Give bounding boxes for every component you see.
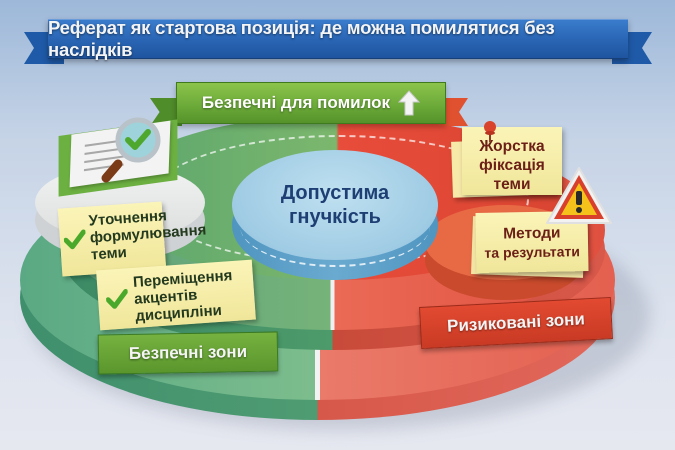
- center-dashed-edge: [240, 185, 430, 267]
- risk-note-1-line2: фіксація: [479, 157, 545, 174]
- safe-note-2: Переміщення акцентів дисципліни: [96, 259, 256, 331]
- warning-icon: [546, 167, 612, 224]
- safe-zones-label: Безпечні зони: [97, 331, 279, 375]
- safe-zones-text: Безпечні зони: [128, 341, 248, 364]
- magnifier-check-icon: [101, 117, 161, 183]
- risk-note-1-line3: теми: [493, 176, 531, 193]
- risk-note-1-line1: Жорстка: [479, 138, 545, 155]
- safe-for-mistakes-label: Безпечні для помилок: [201, 93, 391, 112]
- risk-note-1: Жорстка фіксація теми: [462, 127, 562, 195]
- safe-for-mistakes-banner: Безпечні для помилок: [176, 82, 446, 124]
- safe-note-1: Уточнення формулювання теми: [57, 201, 207, 277]
- risk-zones-text: Ризиковані зони: [446, 309, 586, 336]
- page-title: Реферат як стартова позиція: де можна по…: [48, 17, 555, 60]
- up-arrow-icon: [398, 90, 421, 116]
- pushpin-icon: [484, 121, 496, 142]
- check-icon: [105, 289, 129, 309]
- risk-note-2-line2: та результати: [484, 243, 581, 261]
- check-icon: [63, 229, 86, 250]
- title-banner: Реферат як стартова позиція: де можна по…: [48, 17, 628, 60]
